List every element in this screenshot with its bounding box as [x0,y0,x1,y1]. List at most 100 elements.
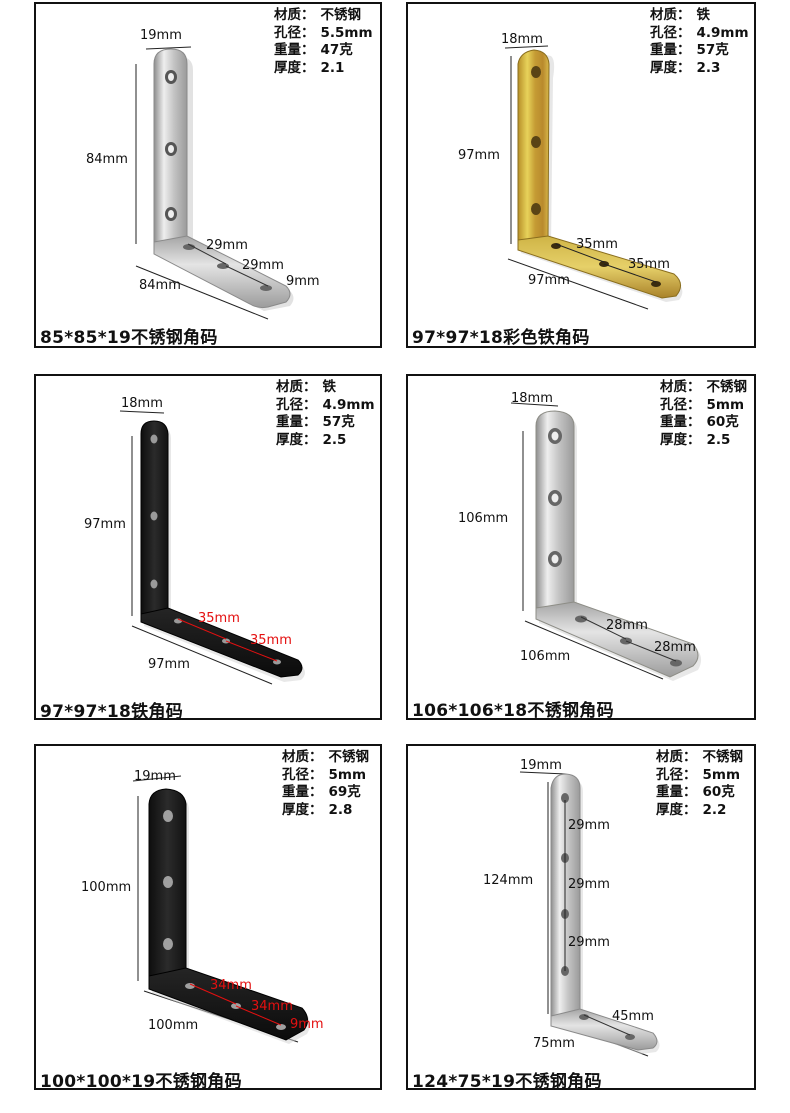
dim-width: 18mm [511,391,553,406]
spec-thickness-key: 厚度： [660,431,701,448]
spec-material-value: 不锈钢 [320,7,362,23]
spec-weight-key: 重量： [274,42,315,58]
product-card: 材质： 不锈钢 孔径： 5mm 重量： 60克 厚度： 2.5 18mm 106mm 2… [406,374,756,720]
spec-hole-key: 孔径： [282,766,323,783]
dim-width: 19mm [520,758,562,773]
dim-length: 100mm [148,1018,199,1033]
dim-spacing-2: 28mm [654,640,696,655]
dim-spacing-1: 28mm [606,618,648,633]
spec-material-value: 不锈钢 [706,379,748,395]
product-caption: 97*97*18铁角码 [40,702,184,720]
dim-spacing-2: 34mm [251,999,293,1014]
spec-thickness-key: 厚度： [274,59,315,76]
product-card: 材质：不锈钢 孔径：5mm 重量：69克 厚度：2.8 19mm 100mm 3… [34,744,382,1090]
spec-thickness-key: 厚度： [656,801,697,818]
bracket-image [135,46,294,320]
dim-horizontal: 45mm [612,1009,654,1024]
spec-list: 材质：铁 孔径：4.9mm 重量：57克 厚度：2.5 [276,379,375,449]
spec-hole-value: 5.5mm [320,24,373,41]
spec-material-value: 铁 [322,379,337,395]
spec-weight-key: 重量： [656,784,697,800]
spec-material-key: 材质： [656,749,697,765]
dim-spacing-2: 29mm [568,877,610,892]
dim-height: 106mm [458,511,509,526]
dim-length: 106mm [520,649,571,664]
dim-spacing-1: 35mm [576,237,618,252]
spec-weight-key: 重量： [282,784,323,800]
product-caption: 97*97*18彩色铁角码 [412,328,590,348]
dim-spacing-1: 35mm [198,611,240,626]
spec-hole-key: 孔径： [656,766,697,783]
spec-material-value: 不锈钢 [702,749,744,765]
product-card: 材质：铁 孔径：4.9mm 重量：57克 厚度：2.5 18mm 97mm 35… [34,374,382,720]
spec-material-key: 材质： [660,379,701,395]
spec-material-key: 材质： [274,7,315,23]
spec-weight-value: 47克 [320,42,353,58]
spec-hole-key: 孔径： [650,24,691,41]
dim-spacing-1: 29mm [568,818,610,833]
bracket-image [132,775,310,1044]
spec-material-key: 材质： [276,379,317,395]
dim-height: 97mm [84,517,126,532]
dim-width: 19mm [134,769,176,784]
spec-thickness-value: 2.2 [702,801,727,818]
product-caption: 106*106*18不锈钢角码 [412,701,614,720]
spec-list: 材质： 不锈钢 孔径： 5mm 重量： 60克 厚度： 2.2 [656,749,743,819]
dim-height: 97mm [458,148,500,163]
dim-width: 19mm [140,28,182,43]
spec-weight-key: 重量： [660,414,701,430]
dim-length: 97mm [528,273,570,288]
spec-hole-value: 5mm [706,396,745,413]
dim-length: 84mm [139,278,181,293]
dim-length: 97mm [148,657,190,672]
spec-thickness-value: 2.1 [320,59,345,76]
spec-list: 材质： 不锈钢 孔径： 5mm 重量： 60克 厚度： 2.5 [660,379,747,449]
spec-weight-value: 60克 [706,414,739,430]
spec-list: 材质： 铁 孔径： 4.9mm 重量： 57克 厚度： 2.3 [650,7,749,77]
spec-thickness-key: 厚度： [650,59,691,76]
spec-list: 材质： 不锈钢 孔径： 5.5mm 重量： 47克 厚度： 2.1 [274,7,373,77]
spec-weight-value: 57克 [696,42,729,58]
bracket-image [504,45,683,310]
dim-height: 84mm [86,152,128,167]
bracket-image [119,410,305,685]
product-card: 材质： 不锈钢 孔径： 5mm 重量： 60克 厚度： 2.2 19mm 124mm 2… [406,744,756,1090]
spec-hole-value: 5mm [702,766,741,783]
spec-weight-value: 69克 [328,784,361,800]
spec-material-value: 不锈钢 [328,749,370,765]
spec-hole-key: 孔径： [276,396,317,413]
spec-hole-value: 4.9mm [696,24,749,41]
spec-list: 材质：不锈钢 孔径：5mm 重量：69克 厚度：2.8 [282,749,369,819]
spec-thickness-key: 厚度： [276,431,317,448]
spec-hole-value: 4.9mm [322,396,375,413]
dim-spacing-1: 34mm [210,978,252,993]
dim-spacing-2: 29mm [242,258,284,273]
bracket-image [519,771,660,1057]
spec-material-value: 铁 [696,7,711,23]
product-caption: 85*85*19不锈钢角码 [40,328,218,348]
spec-weight-key: 重量： [650,42,691,58]
product-card: 材质： 铁 孔径： 4.9mm 重量： 57克 厚度： 2.3 18mm 97mm 35… [406,2,756,348]
dim-spacing-2: 35mm [250,633,292,648]
spec-material-key: 材质： [650,7,691,23]
product-caption: 124*75*19不锈钢角码 [412,1072,602,1090]
dim-height: 124mm [483,873,534,888]
dim-height: 100mm [81,880,132,895]
dim-spacing-1: 29mm [206,238,248,253]
spec-thickness-key: 厚度： [282,801,323,818]
dim-spacing-2: 35mm [628,257,670,272]
dim-width: 18mm [121,396,163,411]
dim-end: 9mm [290,1017,324,1032]
bracket-image [510,402,702,681]
spec-weight-key: 重量： [276,414,317,430]
spec-thickness-value: 2.5 [322,431,347,448]
spec-weight-value: 60克 [702,784,735,800]
spec-hole-key: 孔径： [274,24,315,41]
dim-width: 18mm [501,32,543,47]
spec-thickness-value: 2.5 [706,431,731,448]
product-card: 材质：不锈钢 孔径：5.5mm 重量：47克 厚度：2.1 19mm 84mm … [34,2,382,348]
spec-thickness-value: 2.3 [696,59,721,76]
dim-spacing-3: 29mm [568,935,610,950]
dim-end: 9mm [286,274,320,289]
spec-hole-key: 孔径： [660,396,701,413]
